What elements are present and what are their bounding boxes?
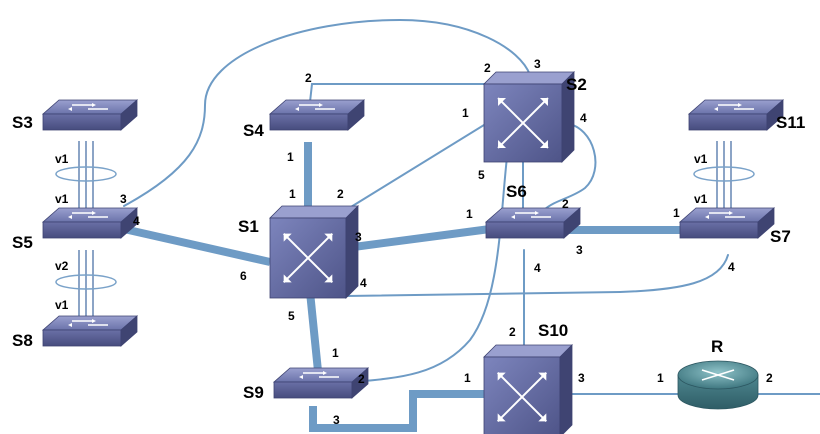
port-s4-1: 1: [287, 150, 294, 164]
port-s1-1: 1: [289, 187, 296, 201]
label-s10: S10: [538, 321, 568, 340]
link-s4-s2: [309, 83, 489, 103]
s11-switch-icon: [687, 99, 785, 131]
link-s1-s6: [345, 225, 491, 252]
port-s9-2: 2: [358, 372, 365, 386]
label-s6: S6: [506, 182, 527, 201]
link-s2-s6-b: [543, 122, 597, 211]
vlan-s7-top: v1: [694, 192, 708, 206]
s8-switch-icon: [41, 315, 139, 347]
port-s2-2: 2: [484, 61, 491, 75]
devices: [41, 71, 785, 434]
s9-switch-icon: [272, 367, 370, 399]
port-s7-1: 1: [673, 206, 680, 220]
port-s1-6: 6: [240, 269, 247, 283]
label-s7: S7: [770, 227, 791, 246]
label-s4: S4: [243, 121, 264, 140]
s4-switch-icon: [268, 99, 366, 131]
label-s11: S11: [776, 113, 805, 132]
port-s9-1: 1: [332, 346, 339, 360]
port-s5-3: 3: [120, 192, 127, 206]
port-s7-4: 4: [728, 260, 735, 274]
lag-ring-s3-s5: [55, 166, 117, 182]
r-router-icon: [677, 360, 759, 410]
label-s1: S1: [238, 217, 259, 236]
lag-ring-s11-s7: [693, 166, 755, 182]
port-s1-5: 5: [288, 309, 295, 323]
port-s10-2: 2: [509, 325, 516, 339]
vlan-s3-bottom: v1: [55, 152, 69, 166]
port-s2-3: 3: [534, 57, 541, 71]
label-s5: S5: [12, 233, 33, 252]
port-s4-2: 2: [305, 71, 312, 85]
link-s1-s9: [306, 291, 322, 372]
vlan-s8-top: v1: [55, 298, 69, 312]
s10-l3-switch-icon: [483, 344, 573, 434]
port-s10-3: 3: [578, 371, 585, 385]
port-s5-4: 4: [133, 214, 140, 228]
port-r-2: 2: [766, 371, 773, 385]
label-s9: S9: [243, 383, 264, 402]
link-s2-s9: [351, 156, 508, 383]
s3-switch-icon: [41, 99, 139, 131]
port-s2-5: 5: [478, 168, 485, 182]
port-s1-3: 3: [355, 230, 362, 244]
s6-switch-icon: [484, 207, 582, 239]
label-s3: S3: [12, 113, 33, 132]
vlan-s5-top: v1: [55, 192, 69, 206]
label-s2: S2: [566, 75, 587, 94]
s7-switch-icon: [678, 207, 776, 239]
link-s5-s2: [123, 18, 531, 207]
labels: S1 S2 S3 S4 S5 S6 S7 S8 S9 S10 S11 R 1 2…: [12, 57, 805, 427]
port-s6-4: 4: [534, 261, 541, 275]
link-s1-s2: [345, 124, 485, 211]
vlan-s5-bottom: v2: [55, 259, 69, 273]
s2-l3-switch-icon: [483, 71, 575, 163]
port-s2-4: 4: [580, 111, 587, 125]
vlan-s11-bottom: v1: [694, 152, 708, 166]
port-s2-1: 1: [462, 106, 469, 120]
port-s6-3: 3: [576, 243, 583, 257]
port-s10-1: 1: [464, 371, 471, 385]
link-s9-s10: [309, 390, 486, 432]
label-s8: S8: [12, 331, 33, 350]
port-s6-2: 2: [562, 197, 569, 211]
port-s9-3: 3: [333, 413, 340, 427]
lag-ring-s5-s8: [55, 274, 117, 290]
link-s5-s1: [123, 225, 271, 266]
port-s6-1: 1: [466, 207, 473, 221]
port-r-1: 1: [657, 371, 664, 385]
port-s1-2: 2: [337, 187, 344, 201]
link-s1-s7: [345, 254, 729, 297]
label-r: R: [711, 337, 723, 356]
port-s1-4: 4: [360, 276, 367, 290]
s5-switch-icon: [41, 207, 139, 239]
s1-l3-switch-icon: [269, 205, 359, 299]
